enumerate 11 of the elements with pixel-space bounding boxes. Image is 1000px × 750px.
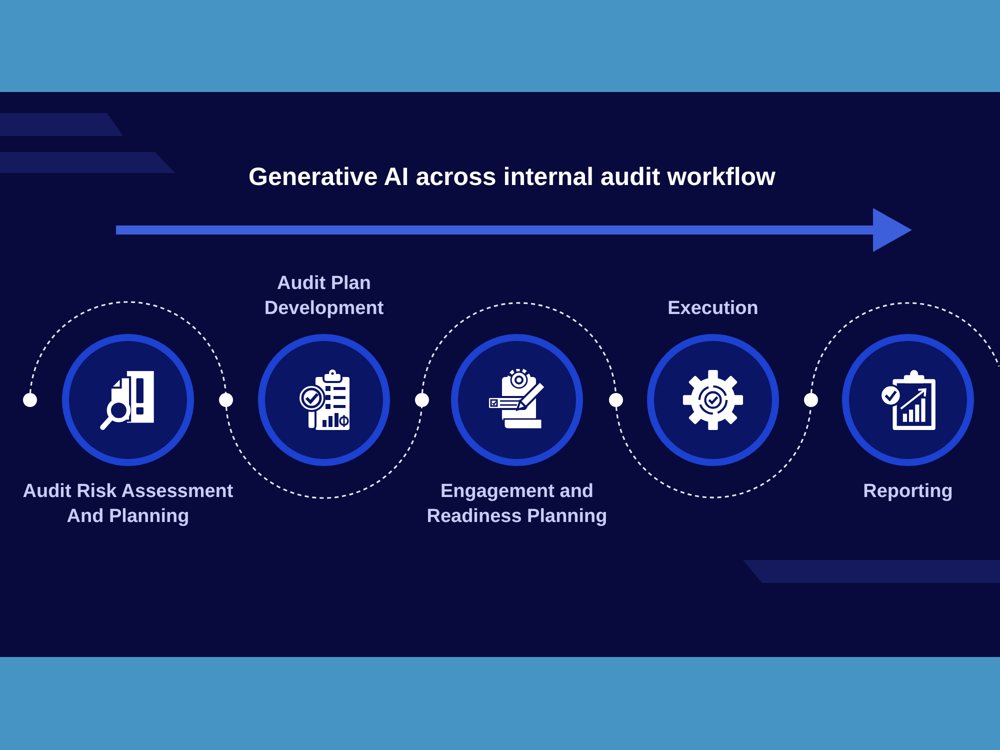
dashed-connector [810,302,1000,394]
step-label: Audit Risk Assessment And Planning [22,480,234,529]
dashed-connector [225,406,423,499]
dashed-connector [615,406,812,498]
step-label: Execution [668,297,758,321]
step-label: Engagement and Readiness Planning [426,480,608,529]
step-label: Reporting [863,480,953,504]
dashed-connector [421,302,617,394]
dashed-connector [29,301,227,394]
step-label: Audit Plan Development [263,272,385,321]
title: Generative AI across internal audit workflow [248,162,776,193]
